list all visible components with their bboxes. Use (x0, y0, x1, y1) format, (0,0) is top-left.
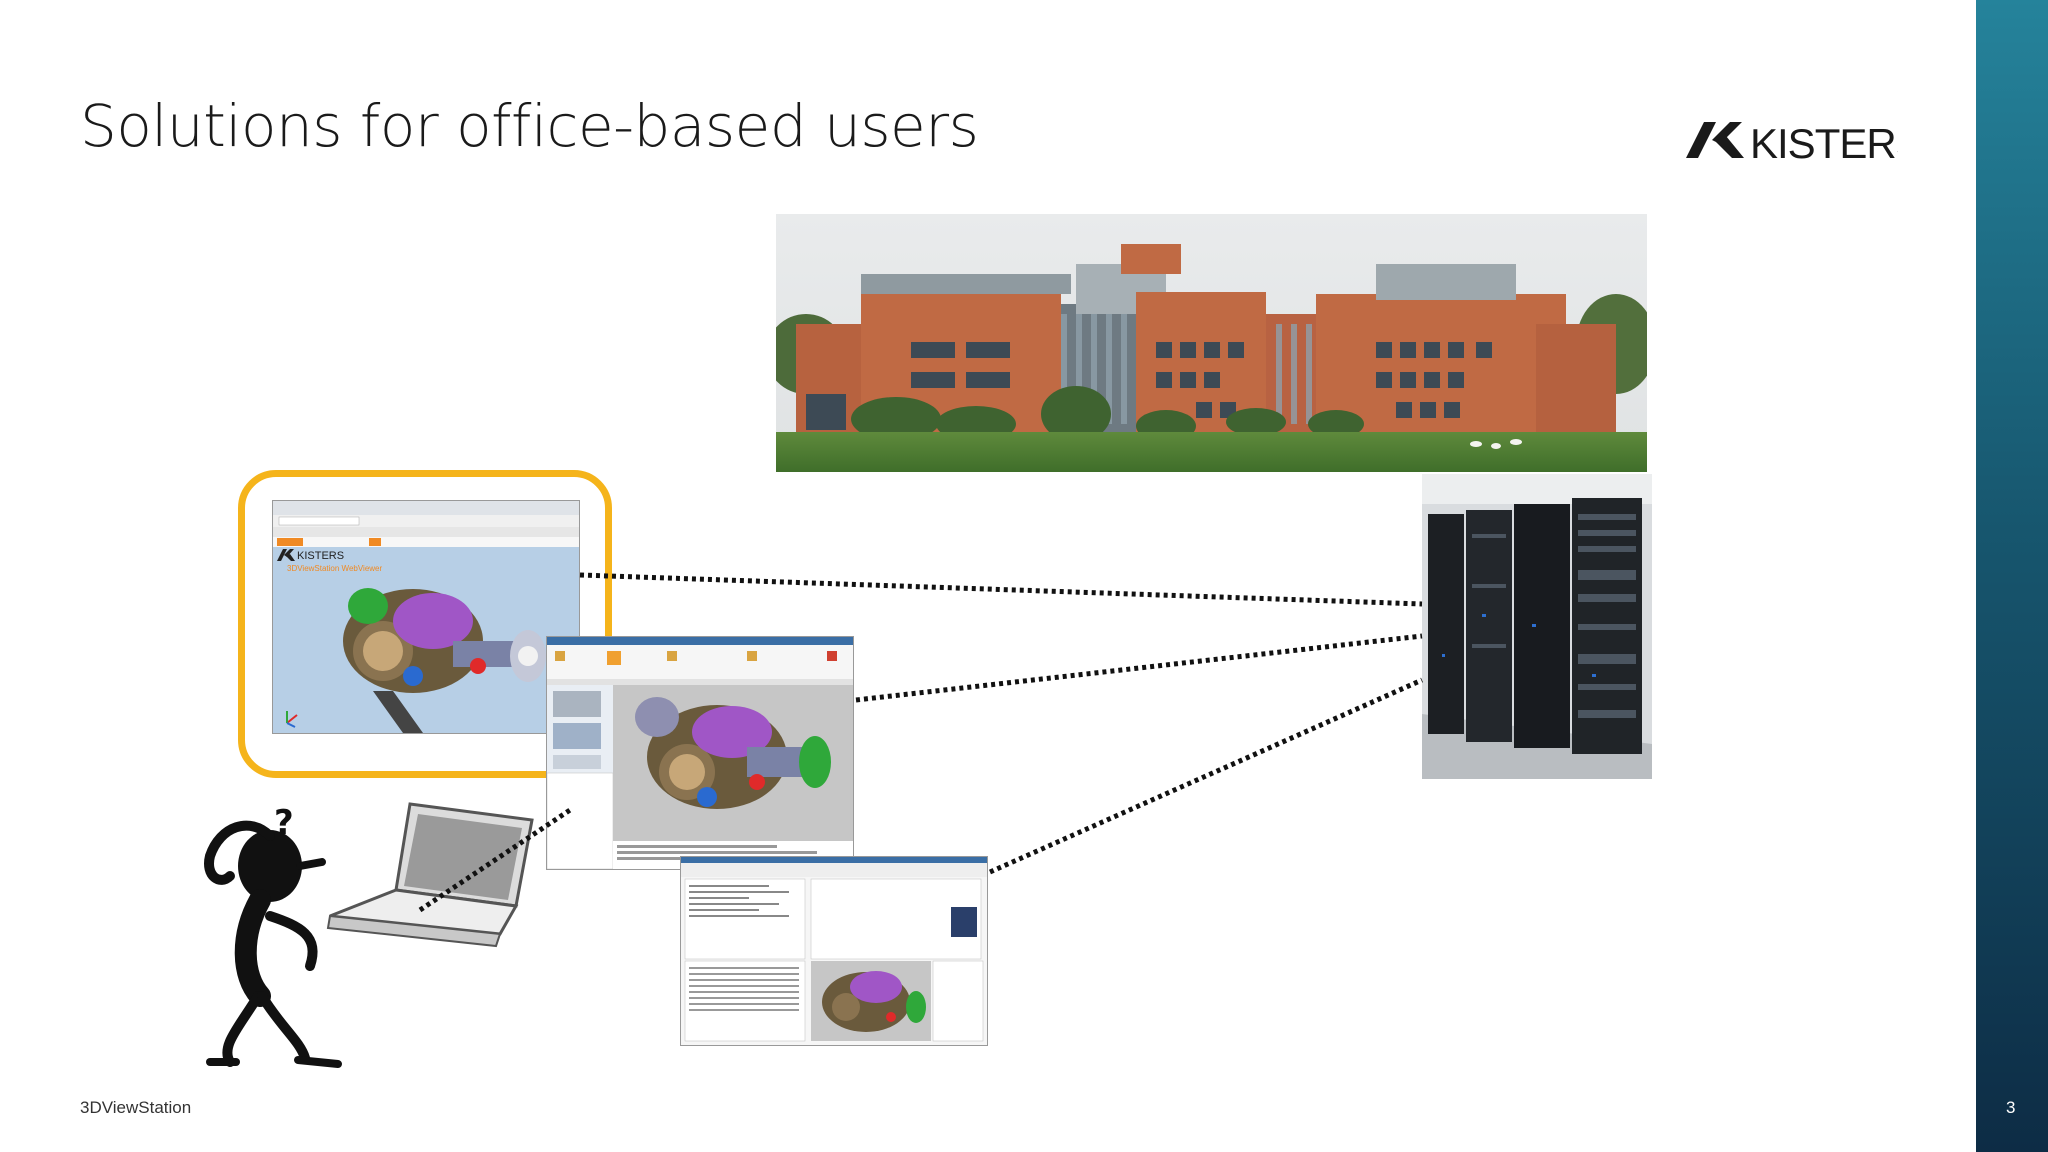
cad-model-render (343, 588, 546, 733)
webviewer-logo: KISTERS 3DViewStation WebViewer (277, 549, 383, 573)
server-rack-photo (1422, 474, 1652, 779)
page-number: 3 (2006, 1098, 2016, 1117)
webviewer-browser-screenshot: KISTERS 3DViewStation WebViewer (272, 500, 580, 734)
kisters-logo-mark (1686, 122, 1744, 158)
connection-line-desktop (855, 633, 1423, 703)
data-viewer-screenshot (680, 856, 988, 1046)
person-with-laptop-illustration: ? (170, 796, 540, 1076)
webviewer-brand: KISTERS (297, 550, 344, 562)
sidebar-accent (1976, 0, 2048, 1152)
connection-line-webviewer (579, 572, 1423, 607)
laptop-icon (326, 802, 534, 948)
kisters-logo: KISTERS (1686, 118, 1898, 162)
cad-model-render-desktop (635, 697, 831, 809)
office-building-photo (776, 214, 1647, 472)
kisters-logo-text: KISTERS (1750, 120, 1898, 162)
connection-line-data-viewer (988, 677, 1424, 875)
thinking-person-icon: ? (204, 803, 342, 1068)
cad-model-render-data (822, 971, 926, 1032)
webviewer-highlight-frame (238, 470, 612, 778)
question-mark: ? (274, 803, 294, 843)
axis-triad-icon (286, 711, 298, 728)
webviewer-product-name: 3DViewStation WebViewer (287, 564, 383, 573)
footer-label: 3DViewStation (80, 1098, 192, 1117)
desktop-viewer-screenshot (546, 636, 854, 870)
slide-title: Solutions for office-based users (80, 92, 979, 160)
